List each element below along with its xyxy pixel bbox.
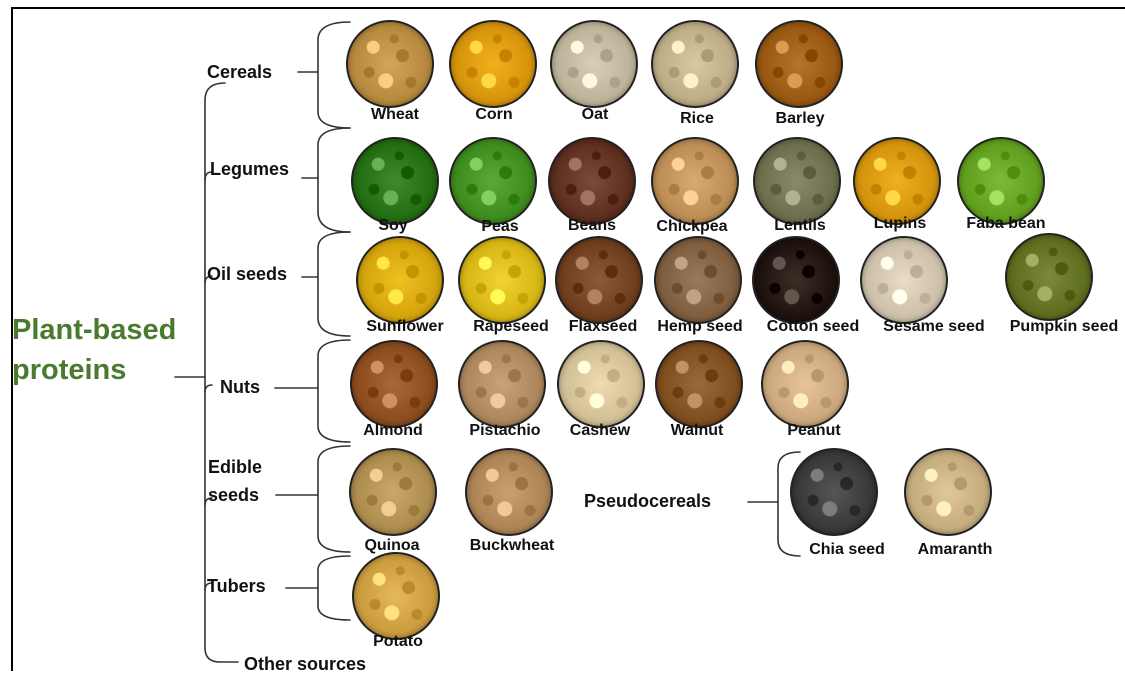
category-edible-seeds: Edible seeds: [208, 455, 262, 507]
item-flaxseed: Flaxseed: [569, 318, 637, 336]
peanut-image: [761, 340, 849, 428]
corn-image: [449, 20, 537, 108]
item-lupins: Lupins: [874, 215, 926, 233]
rice-image: [651, 20, 739, 108]
item-sesame-seed: Sesame seed: [883, 318, 984, 336]
barley-image: [755, 20, 843, 108]
item-rice: Rice: [680, 110, 714, 128]
flaxseed-image: [555, 236, 643, 324]
item-buckwheat: Buckwheat: [470, 537, 554, 555]
faba-bean-image: [957, 137, 1045, 225]
amaranth-image: [904, 448, 992, 536]
category-nuts: Nuts: [220, 375, 260, 399]
lentils-image: [753, 137, 841, 225]
potato-image: [352, 552, 440, 640]
item-barley: Barley: [776, 110, 825, 128]
item-beans: Beans: [568, 217, 616, 235]
category-cereals: Cereals: [207, 60, 272, 84]
cashew-image: [557, 340, 645, 428]
item-chia-seed: Chia seed: [809, 541, 885, 559]
pumpkin-seed-image: [1005, 233, 1093, 321]
category-other-sources: Other sources: [244, 652, 366, 676]
item-hemp-seed: Hemp seed: [657, 318, 742, 336]
cotton-seed-image: [752, 236, 840, 324]
quinoa-image: [349, 448, 437, 536]
item-lentils: Lentils: [774, 217, 826, 235]
lupins-image: [853, 137, 941, 225]
category-edible-line1: Edible: [208, 455, 262, 479]
walnut-image: [655, 340, 743, 428]
item-oat: Oat: [582, 106, 609, 124]
sunflower-image: [356, 236, 444, 324]
item-potato: Potato: [373, 633, 423, 651]
oilseeds-bracket: [302, 232, 350, 336]
beans-image: [548, 137, 636, 225]
edible-bracket: [276, 446, 350, 552]
item-rapeseed: Rapeseed: [473, 318, 549, 336]
almond-image: [350, 340, 438, 428]
pistachio-image: [458, 340, 546, 428]
rapeseed-image: [458, 236, 546, 324]
root-title-line2: proteins: [12, 350, 202, 390]
item-chickpea: Chickpea: [656, 218, 727, 236]
item-wheat: Wheat: [371, 106, 419, 124]
wheat-image: [346, 20, 434, 108]
hemp-seed-image: [654, 236, 742, 324]
item-faba-bean: Faba bean: [966, 215, 1045, 233]
tubers-bracket: [286, 556, 350, 620]
item-almond: Almond: [363, 422, 423, 440]
root-title-line1: Plant-based: [12, 310, 202, 350]
oat-image: [550, 20, 638, 108]
item-cashew: Cashew: [570, 422, 630, 440]
item-pumpkin-seed: Pumpkin seed: [1010, 318, 1118, 336]
item-peas: Peas: [481, 218, 518, 236]
nuts-bracket: [275, 340, 350, 442]
category-pseudocereals: Pseudocereals: [584, 489, 711, 513]
item-peanut: Peanut: [787, 422, 840, 440]
item-sunflower: Sunflower: [366, 318, 443, 336]
peas-image: [449, 137, 537, 225]
category-edible-line2: seeds: [208, 483, 262, 507]
buckwheat-image: [465, 448, 553, 536]
category-tubers: Tubers: [207, 574, 266, 598]
chickpea-image: [651, 137, 739, 225]
chia-seed-image: [790, 448, 878, 536]
item-corn: Corn: [475, 106, 512, 124]
soy-image: [351, 137, 439, 225]
item-cotton-seed: Cotton seed: [767, 318, 859, 336]
legumes-bracket: [302, 128, 350, 232]
item-pistachio: Pistachio: [469, 422, 540, 440]
item-soy: Soy: [378, 217, 407, 235]
item-walnut: Walnut: [671, 422, 724, 440]
root-title: Plant-based proteins: [12, 310, 202, 390]
item-amaranth: Amaranth: [918, 541, 993, 559]
category-oilseeds: Oil seeds: [207, 262, 287, 286]
category-legumes: Legumes: [210, 157, 289, 181]
sesame-seed-image: [860, 236, 948, 324]
cereals-bracket: [298, 22, 350, 128]
